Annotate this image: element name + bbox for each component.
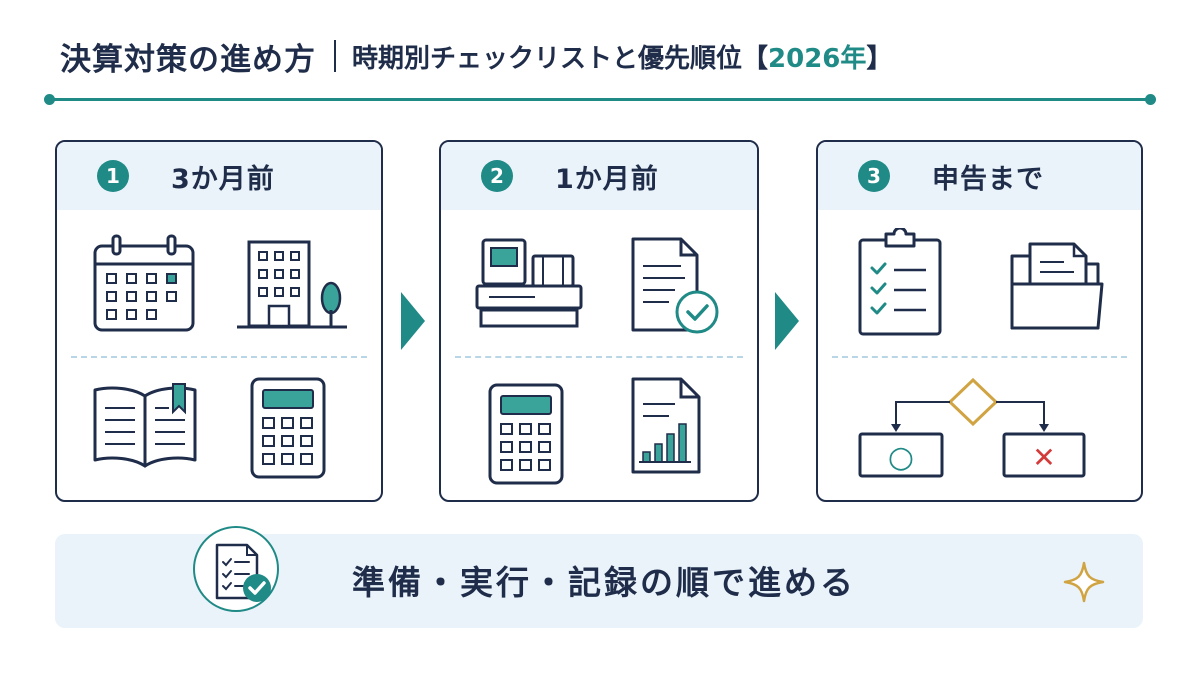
page-year: 2026年 bbox=[768, 43, 867, 74]
step-label: 1か月前 bbox=[555, 163, 659, 195]
page-subtitle-suffix: 】 bbox=[866, 43, 893, 74]
clipboard-checklist-icon bbox=[858, 228, 942, 336]
page-title: 決算対策の進め方 bbox=[60, 41, 316, 78]
decision-flow-icon: ○ ✕ bbox=[858, 377, 1086, 478]
cash-register-icon bbox=[475, 238, 583, 328]
flow-yes-mark: ○ bbox=[888, 440, 914, 475]
banner-text: 準備・実行・記録の順で進める bbox=[352, 563, 856, 602]
title-separator bbox=[334, 40, 336, 72]
title-rule-dot-left bbox=[44, 94, 55, 105]
title-rule bbox=[48, 98, 1152, 101]
report-chart-icon bbox=[631, 377, 701, 474]
folder-document-icon bbox=[1010, 242, 1104, 330]
flow-no-mark: ✕ bbox=[1032, 441, 1055, 474]
step-card-1: 1 3か月前 bbox=[55, 140, 383, 502]
card-divider bbox=[832, 356, 1127, 358]
calculator-icon bbox=[488, 383, 564, 485]
card-divider bbox=[71, 356, 367, 358]
step-number-badge: 2 bbox=[481, 160, 513, 192]
step-number-badge: 1 bbox=[97, 160, 129, 192]
chevron-right-icon bbox=[401, 292, 425, 350]
office-building-icon bbox=[237, 240, 347, 329]
open-book-icon bbox=[93, 383, 197, 468]
card-divider bbox=[455, 356, 743, 358]
step-card-header: 3 申告まで bbox=[818, 142, 1141, 210]
banner-icon-circle bbox=[193, 526, 279, 612]
calculator-icon bbox=[250, 377, 326, 479]
page-header: 決算対策の進め方 時期別チェックリストと優先順位【 2026年 】 bbox=[60, 32, 1150, 80]
step-card-2: 2 1か月前 bbox=[439, 140, 759, 502]
chevron-right-icon bbox=[775, 292, 799, 350]
step-label: 3か月前 bbox=[171, 163, 275, 195]
step-card-header: 2 1か月前 bbox=[441, 142, 757, 210]
step-label: 申告まで bbox=[932, 163, 1044, 195]
document-check-icon bbox=[631, 237, 719, 334]
page-subtitle: 時期別チェックリストと優先順位【 bbox=[352, 43, 769, 74]
sparkle-icon bbox=[1063, 561, 1105, 603]
step-card-3: 3 申告まで ○ ✕ bbox=[816, 140, 1143, 502]
step-number-badge: 3 bbox=[858, 160, 890, 192]
step-card-header: 1 3か月前 bbox=[57, 142, 381, 210]
calendar-icon bbox=[93, 234, 195, 332]
title-rule-dot-right bbox=[1145, 94, 1156, 105]
checklist-document-icon bbox=[215, 543, 271, 602]
